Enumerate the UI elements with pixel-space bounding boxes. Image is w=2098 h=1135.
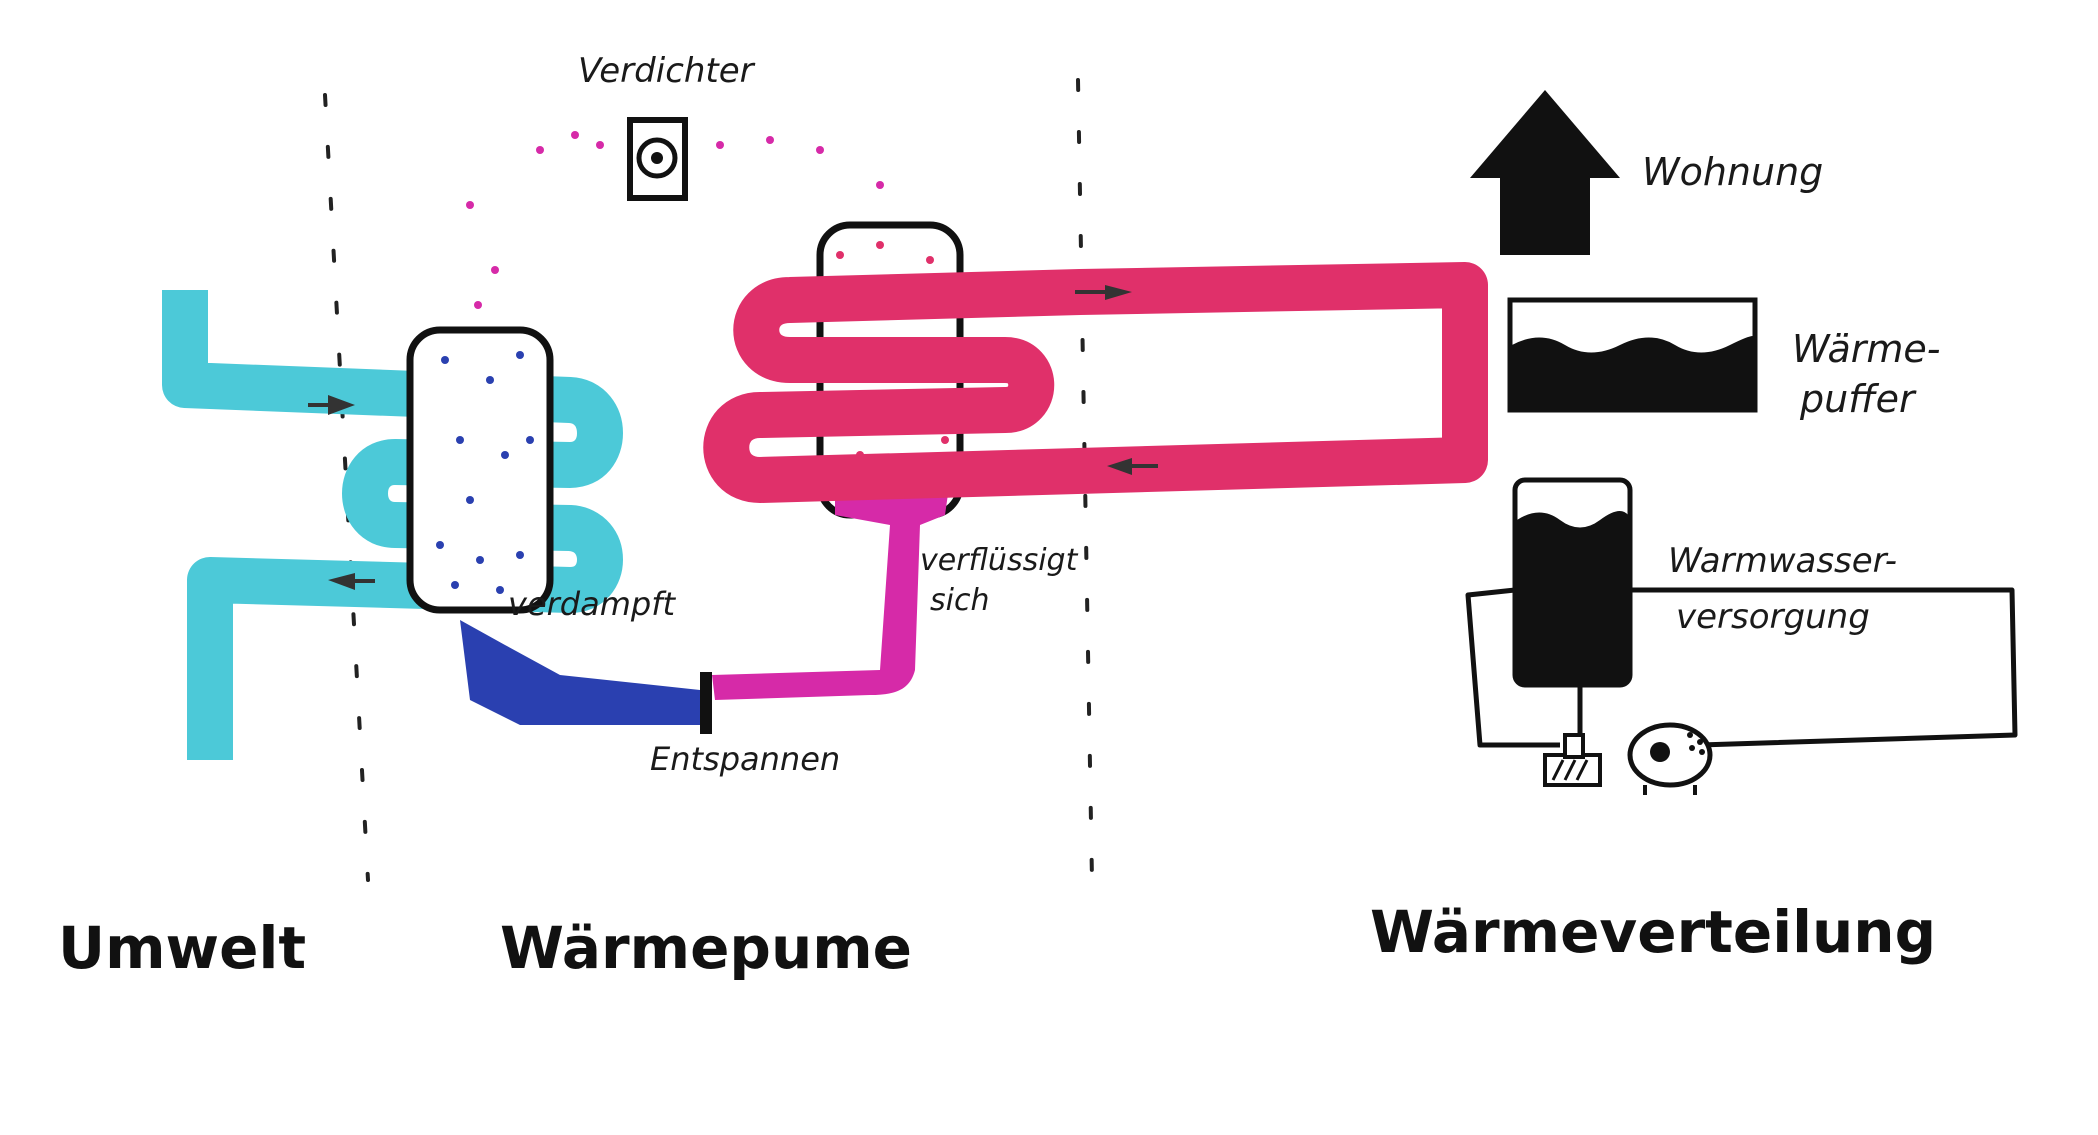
- environment-water-coil: [162, 290, 623, 760]
- refrigerant-dots-upper-pipe: [466, 131, 884, 309]
- flow-arrow-supply-icon: [1105, 285, 1132, 300]
- flow-arrow-out-icon: [328, 573, 355, 590]
- house-arrow-icon: [1470, 90, 1620, 255]
- compressor-icon: [627, 117, 688, 201]
- heating-circuit: [703, 262, 1488, 503]
- condenses-label-line2: sich: [930, 583, 989, 618]
- expansion-valve-icon: [700, 672, 712, 734]
- cold-refrigerant-fill: [460, 620, 700, 725]
- hot-water-loop: [1465, 587, 2018, 748]
- section-heat-pump-title: Wärmepume: [500, 914, 912, 982]
- pump-icon: [1627, 722, 1713, 795]
- flow-arrow-return-icon: [1107, 458, 1132, 475]
- refrigerant-dots-evaporator: [436, 351, 534, 594]
- hot-water-label-line2: versorgung: [1676, 597, 1870, 637]
- boiler-icon: [1543, 733, 1602, 787]
- hot-water-label-line1: Warmwasser-: [1668, 541, 1897, 581]
- compressor-label: Verdichter: [578, 51, 756, 91]
- condenses-label-line1: verflüssigt: [920, 543, 1079, 578]
- apartment-label: Wohnung: [1642, 150, 1823, 194]
- flow-arrow-in-icon: [328, 395, 355, 415]
- expansion-label: Entspannen: [650, 740, 840, 778]
- buffer-tank-icon: [1507, 297, 1758, 413]
- hot-refrigerant-fill: [712, 480, 950, 700]
- buffer-label-line2: puffer: [1799, 377, 1917, 421]
- evaporator-vessel: [406, 326, 554, 614]
- buffer-label-line1: Wärme-: [1792, 327, 1941, 371]
- section-environment-title: Umwelt: [58, 914, 306, 982]
- section-heat-distribution-title: Wärmeverteilung: [1370, 898, 1936, 966]
- evaporates-label: verdampft: [508, 585, 676, 623]
- hot-water-tank-icon: [1512, 477, 1633, 688]
